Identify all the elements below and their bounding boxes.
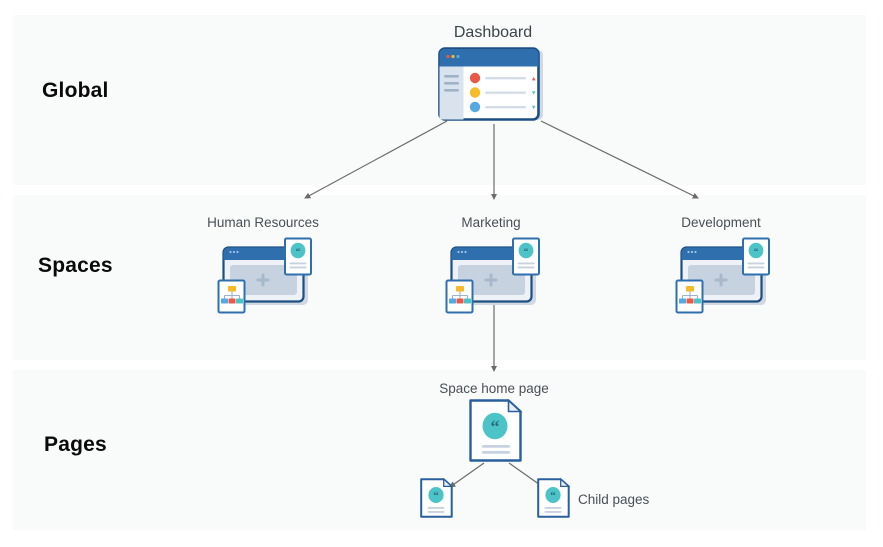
node-title-space-home-page: Space home page <box>439 381 549 396</box>
svg-text:“: “ <box>550 490 556 502</box>
svg-text:“: “ <box>524 246 529 257</box>
node-title-human-resources: Human Resources <box>207 215 319 230</box>
page-document-icon-child-2[interactable]: “ <box>537 477 571 518</box>
space-icon-development[interactable]: “ <box>675 237 775 315</box>
space-icon-human-resources[interactable]: “ <box>217 237 317 315</box>
row-label-pages: Pages <box>44 433 107 456</box>
svg-text:“: “ <box>491 417 500 437</box>
svg-text:“: “ <box>296 246 301 257</box>
row-label-global: Global <box>42 79 109 102</box>
svg-text:“: “ <box>433 490 439 502</box>
svg-text:“: “ <box>754 246 759 257</box>
page-document-icon-child-1[interactable]: “ <box>420 477 454 518</box>
page-document-icon-space-home[interactable]: “ <box>469 398 523 462</box>
node-title-development: Development <box>681 215 761 230</box>
row-label-spaces: Spaces <box>38 254 113 277</box>
space-icon-marketing[interactable]: “ <box>445 237 545 315</box>
node-title-child-pages: Child pages <box>578 492 650 507</box>
dashboard-window-icon[interactable] <box>437 47 547 123</box>
node-title-marketing: Marketing <box>461 215 521 230</box>
node-title-dashboard: Dashboard <box>453 24 533 41</box>
